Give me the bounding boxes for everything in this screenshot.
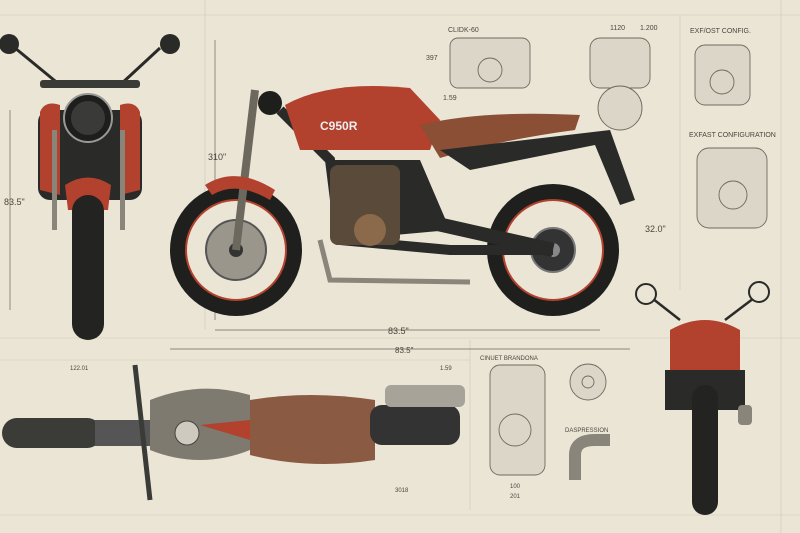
sketch-title-exhaust-configuration: EXFAST CONFIGURATION	[689, 132, 776, 139]
dim-label: 100	[510, 484, 521, 490]
side-view: 310" 83.5" 32.0" C950R	[170, 40, 666, 336]
dim-label: 1.59	[443, 95, 457, 102]
front-view: 83.5"	[0, 34, 180, 340]
dim-label: 397	[426, 55, 438, 62]
top-view: 83.5" 122.01 1.59 3018	[2, 346, 630, 501]
engine-sketches-top: CLIDK-60 1.59 397 1120 1.200 EXF/OST CON…	[426, 25, 776, 229]
rear-height-label: 32.0"	[645, 224, 666, 234]
sketch-title-exhaust-config: EXF/OST CONFIG.	[690, 28, 751, 35]
dim-label: 122.01	[70, 366, 89, 372]
dim-label: 1120	[610, 25, 625, 32]
side-height-label: 310"	[208, 152, 226, 162]
sketch-title-top-left: CLIDK-60	[448, 27, 479, 34]
dim-label: 201	[510, 494, 521, 500]
engine-sketches-bottom: CINUET BRANDONA 100 201 DASPRESSION	[480, 356, 610, 500]
front-height-label: 83.5"	[4, 197, 25, 207]
sketch-title-daspression: DASPRESSION	[565, 428, 608, 434]
dim-label: 1.200	[640, 25, 658, 32]
sketch-title-bottom: CINUET BRANDONA	[480, 356, 538, 362]
side-length-label: 83.5"	[388, 326, 409, 336]
dim-label: 3018	[395, 488, 409, 494]
rear-view	[635, 281, 770, 515]
tank-badge: C950R	[320, 119, 358, 133]
dim-label: 1.59	[440, 366, 452, 372]
top-length-label: 83.5"	[395, 346, 414, 355]
